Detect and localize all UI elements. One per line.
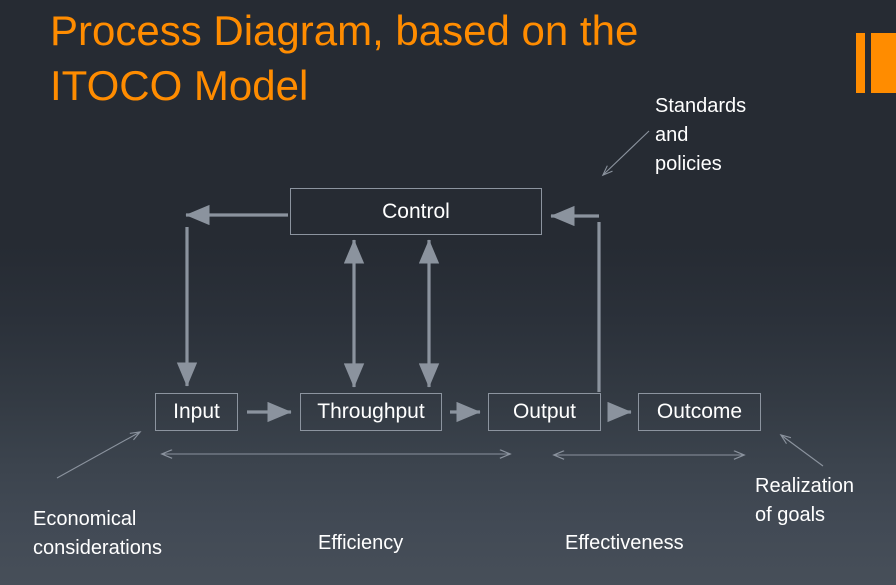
- connector-economical-pointer: [56, 431, 142, 479]
- accent-bar-thin-icon: [856, 33, 865, 93]
- accent-bar-wide-icon: [871, 33, 896, 93]
- annotation-effectiveness: Effectiveness: [565, 532, 684, 554]
- annotation-economical-considerations: Economical considerations: [33, 508, 162, 559]
- connector-output-to-control: [550, 205, 601, 392]
- page-title: Process Diagram, based on the ITOCO Mode…: [50, 7, 639, 109]
- process-box-control[interactable]: Control: [290, 188, 542, 235]
- connector-realization-pointer: [779, 433, 824, 467]
- process-box-outcome[interactable]: Outcome: [638, 393, 761, 431]
- connector-standards-pointer: [601, 130, 650, 177]
- process-box-input[interactable]: Input: [155, 393, 238, 431]
- process-box-throughput[interactable]: Throughput: [300, 393, 442, 431]
- process-box-output[interactable]: Output: [488, 393, 601, 431]
- annotation-efficiency: Efficiency: [318, 532, 404, 554]
- connector-control-to-input: [176, 204, 288, 387]
- annotation-realization-of-goals: Realization of goals: [755, 475, 854, 526]
- annotation-standards-and-policies: Standards and policies: [655, 95, 747, 175]
